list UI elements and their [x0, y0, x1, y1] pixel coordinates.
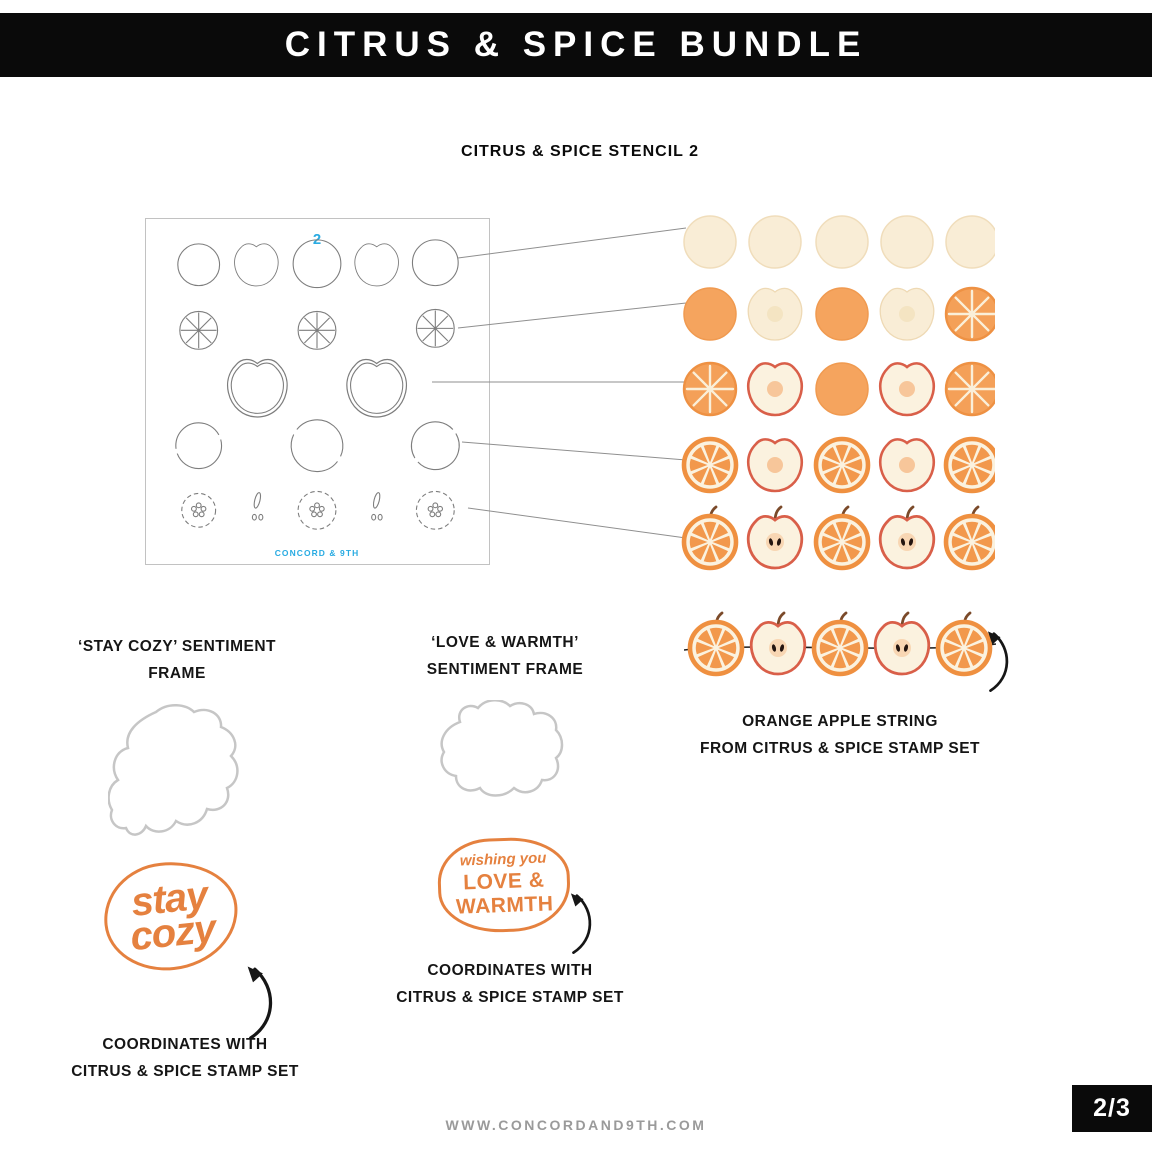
- stamp-art-cream-blob: [945, 215, 995, 269]
- love-warmth-arrow-icon: [565, 888, 592, 954]
- stay-cozy-arrow-icon: [241, 960, 273, 1040]
- stamp-art-outline-apple: [880, 363, 933, 415]
- stamp-art-cream-blob: [880, 215, 934, 269]
- string-label-line2: FROM CITRUS & SPICE STAMP SET: [699, 740, 981, 758]
- string-art: [684, 602, 996, 694]
- love-warmth-frame-die: [440, 700, 564, 797]
- stay-cozy-stamp: stay cozy: [98, 855, 244, 977]
- stay-cozy-coordinates-line2: CITRUS & SPICE STAMP SET: [71, 1063, 299, 1081]
- stamp-art-outline-apple: [880, 439, 933, 491]
- string-art-full-apple: [751, 613, 804, 674]
- string-label-line1: ORANGE APPLE STRING: [742, 713, 938, 730]
- string-art-orange-slice-stem: [690, 613, 742, 674]
- stencil-art: 2: [175, 232, 460, 558]
- stencil-panel: 2: [145, 218, 490, 565]
- stamp-art-orange-disc: [683, 287, 737, 341]
- love-warmth-coordinates-line2: CITRUS & SPICE STAMP SET: [396, 989, 624, 1007]
- connector-lines: [432, 227, 687, 539]
- stay-cozy-coordinates-line1: COORDINATES WITH: [102, 1036, 268, 1053]
- love-warmth-label-line2: SENTIMENT FRAME: [426, 661, 584, 679]
- string-arrow-icon: [982, 626, 1009, 692]
- stamp-art-cream-blob: [683, 215, 737, 269]
- stamp-art-orange-wheel: [944, 286, 995, 342]
- love-warmth-coordinates-line1: COORDINATES WITH: [427, 962, 593, 979]
- stamp-rows-svg: [680, 215, 995, 576]
- stamp-art-full-apple: [880, 507, 933, 568]
- stamp-rows-items: [682, 215, 995, 568]
- love-warmth-stamp: wishing you LOVE & WARMTH: [436, 835, 572, 935]
- stencil-caption: CITRUS & SPICE STENCIL 2: [461, 143, 699, 160]
- string-label: ORANGE APPLE STRING FROM CITRUS & SPICE …: [640, 708, 1040, 762]
- stay-cozy-label-line2: FRAME: [148, 665, 206, 683]
- page-badge: 2/3: [1072, 1085, 1152, 1132]
- stay-cozy-frame-die: [108, 704, 239, 836]
- header-banner: CITRUS & SPICE BUNDLE: [0, 13, 1152, 77]
- stamp-art-orange-disc: [815, 287, 869, 341]
- stamp-art-orange-wheel: [944, 361, 995, 417]
- stay-cozy-label: ‘STAY COZY’ SENTIMENT FRAME: [52, 633, 302, 687]
- stamp-art-orange-wheel: [682, 361, 738, 417]
- stamp-art-orange-slice: [946, 439, 995, 491]
- love-warmth-label: ‘LOVE & WARMTH’ SENTIMENT FRAME: [390, 629, 620, 683]
- footer-url: WWW.CONCORDAND9TH.COM: [445, 1117, 707, 1133]
- stamp-art-cream-apple: [880, 288, 933, 340]
- stamp-art-cream-blob: [748, 215, 802, 269]
- love-warmth-coordinates: COORDINATES WITH CITRUS & SPICE STAMP SE…: [375, 957, 645, 1011]
- stencil-shapes: [175, 239, 460, 530]
- stamp-art-orange-slice: [684, 439, 736, 491]
- stamp-art-outline-apple: [748, 439, 801, 491]
- page-title: CITRUS & SPICE BUNDLE: [284, 25, 868, 64]
- love-warmth-stamp-line2: WARMTH: [455, 891, 554, 919]
- stencil-brand: CONCORD & 9TH: [275, 548, 360, 558]
- stamp-art-full-apple: [748, 507, 801, 568]
- stamp-art-cream-apple: [748, 288, 801, 340]
- stamp-art-orange-slice-stem: [946, 507, 995, 568]
- stamp-art-orange-slice-stem: [684, 507, 736, 568]
- stamp-art-orange-disc: [815, 362, 869, 416]
- string-art-orange-slice-stem: [814, 613, 866, 674]
- love-warmth-label-line1: ‘LOVE & WARMTH’: [431, 634, 579, 651]
- stamp-art-orange-slice-stem: [816, 507, 868, 568]
- string-art-full-apple: [875, 613, 928, 674]
- stay-cozy-label-line1: ‘STAY COZY’ SENTIMENT: [78, 638, 276, 655]
- stay-cozy-stamp-word2: cozy: [128, 906, 218, 960]
- string-items: [690, 613, 990, 674]
- stamp-art-cream-blob: [815, 215, 869, 269]
- stamp-art-outline-apple: [748, 363, 801, 415]
- stay-cozy-coordinates: COORDINATES WITH CITRUS & SPICE STAMP SE…: [45, 1031, 325, 1085]
- love-warmth-stamp-script: wishing you: [459, 849, 547, 870]
- stamp-art-orange-slice: [816, 439, 868, 491]
